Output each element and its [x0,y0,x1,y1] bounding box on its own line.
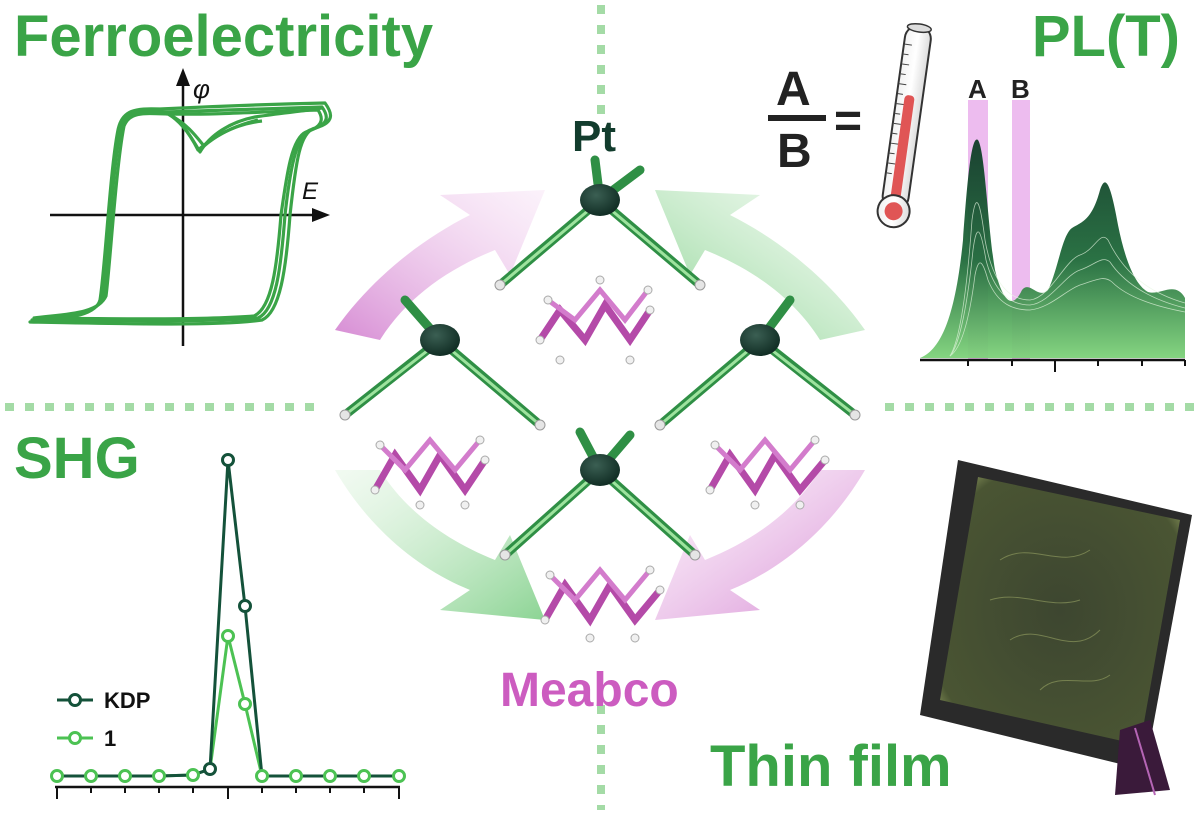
film-surface [940,477,1180,745]
title-pl-t: PL(T) [1031,4,1180,69]
tweezers [1115,720,1170,795]
legend-1-label: 1 [104,726,117,751]
pl-spectra-plot [920,100,1186,372]
series-1-point [152,769,166,783]
ratio-numerator: A [776,63,811,116]
arrow-magenta-bottom-right [655,470,865,620]
legend-kdp-label: KDP [104,688,151,713]
series-1-point [238,697,252,711]
series-1-point [289,769,303,783]
series-kdp-point [238,599,252,613]
pt-atom [740,324,780,356]
pl-x-ticks [967,360,1186,372]
transition-arrows [335,190,865,620]
legend-kdp-marker [68,693,82,707]
series-1-markers [50,629,406,783]
title-shg: SHG [14,426,140,491]
arrow-green-top-right [655,190,865,340]
thermometer-icon [876,22,932,229]
pt-cyanide-framework [339,155,861,561]
pt-atoms [420,184,780,486]
series-1-point [221,629,235,643]
pt-atom [580,184,620,216]
shg-legend-markers [57,693,93,745]
quadrant-dividers [5,5,1198,810]
meabco-cations [370,275,830,643]
title-ferroelectricity: Ferroelectricity [14,4,434,69]
film-texture [989,549,1111,691]
tweezers-highlight [1134,727,1156,796]
arrow-magenta-top-left [335,190,545,340]
series-1-point [84,769,98,783]
series-kdp-point [203,762,217,776]
series-1-point [118,769,132,783]
pt-label: Pt [572,112,616,161]
series-kdp-point [221,453,235,467]
series-1-point [186,768,200,782]
hysteresis-loops [28,101,333,326]
series-1-point [323,769,337,783]
pt-atom [580,454,620,486]
title-thin-film: Thin film [710,734,952,799]
arrow-green-bottom-left [335,470,545,620]
meabco-molecule [535,275,655,365]
series-kdp-markers [203,453,252,776]
hysteresis-x-arrowhead [312,208,330,222]
meabco-molecule [370,435,490,510]
series-1-point [357,769,371,783]
series-1-point [392,769,406,783]
thin-film-photo [920,460,1192,796]
hysteresis-plot [28,68,333,346]
pl-spectra-envelope [920,139,1185,358]
hysteresis-y-arrowhead [176,68,190,86]
meabco-molecule [540,565,665,643]
peak-b-label: B [1011,74,1030,104]
shg-x-ticks [56,787,400,799]
hysteresis-y-label: φ [193,74,210,104]
series-1-point [255,769,269,783]
pt-atom [420,324,460,356]
hysteresis-x-label: E [302,178,319,205]
ratio-denominator: B [777,125,812,178]
ratio-equals: = [834,95,863,148]
legend-1-marker [68,731,82,745]
peak-a-label: A [968,74,987,104]
meabco-molecule [705,435,830,510]
shg-plot [50,453,406,799]
meabco-label: Meabco [500,664,679,717]
series-1-point [50,769,64,783]
